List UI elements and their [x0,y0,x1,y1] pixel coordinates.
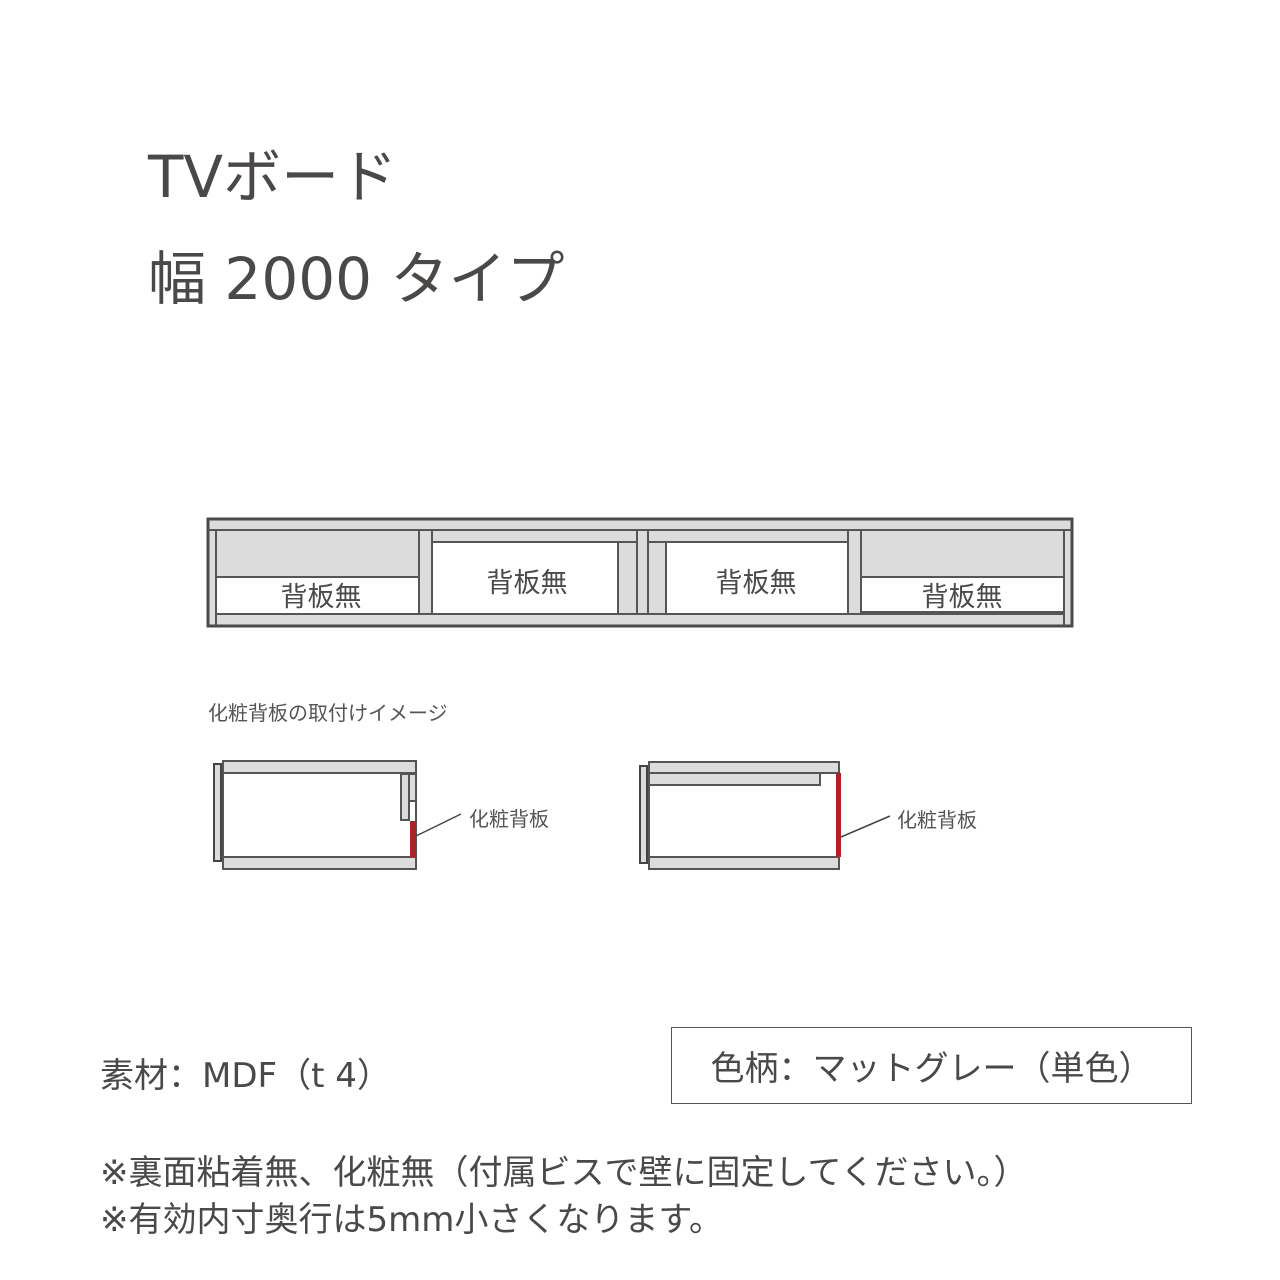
detail-right [639,761,891,870]
decorative-back-panel-callout-1: 化粧背板 [469,807,549,831]
back-panel-detail-diagram [213,760,891,870]
detail-left [213,760,462,870]
decorative-back-panel-callout-2: 化粧背板 [897,808,977,832]
product-title: TVボード [148,143,398,211]
mounting-image-caption: 化粧背板の取付けイメージ [208,701,448,725]
compartment-label-4: 背板無 [922,582,1003,613]
note-adhesive: ※裏面粘着無、化粧無（付属ビスで壁に固定してください。） [100,1153,1028,1193]
tv-board-diagram: 背板無 背板無 背板無 背板無 [206,517,1074,628]
note-depth: ※有効内寸奥行は5mm小さくなります。 [100,1200,723,1240]
compartment-label-2: 背板無 [487,568,568,599]
material-spec: 素材：MDF（t 4） [100,1056,391,1096]
compartment-label-1: 背板無 [281,582,362,613]
compartment-label-3: 背板無 [716,568,797,599]
color-spec: 色柄：マットグレー（単色） [710,1049,1153,1089]
color-spec-box: 色柄：マットグレー（単色） [671,1027,1192,1104]
product-subtitle: 幅 2000 タイプ [148,245,565,313]
